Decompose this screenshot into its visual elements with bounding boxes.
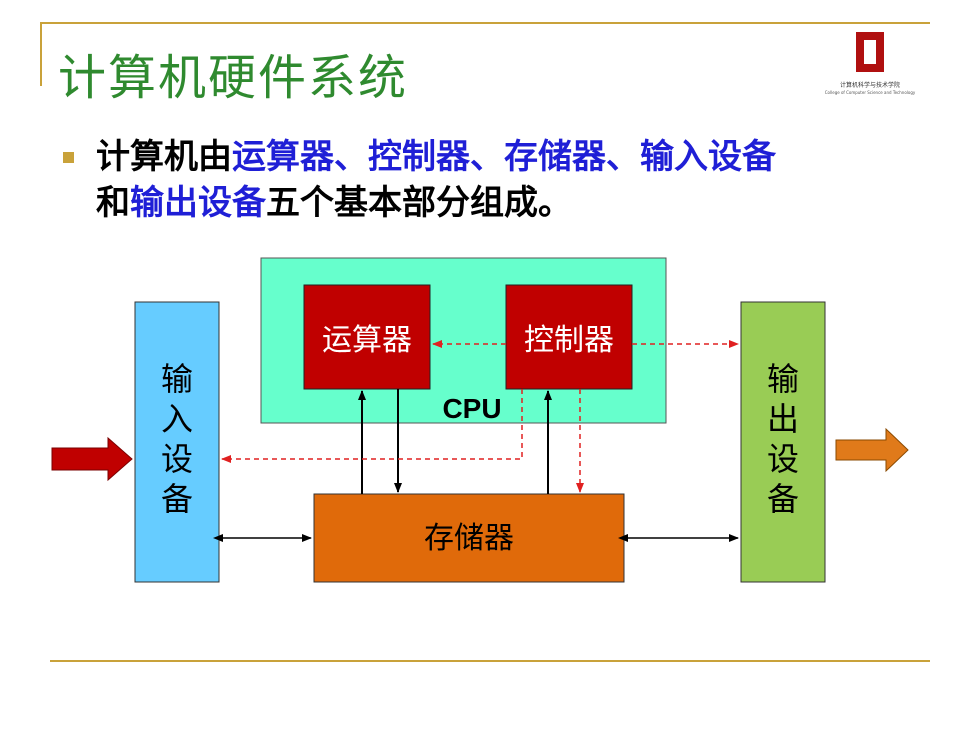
intro-text: 计算机由运算器、控制器、存储器、输入设备和输出设备五个基本部分组成。 xyxy=(96,134,926,226)
memory-box xyxy=(313,493,625,583)
input-device-box xyxy=(134,301,220,583)
controller-label: 控制器 xyxy=(524,323,614,358)
footer-rule xyxy=(50,660,930,662)
intro-separator: 、 xyxy=(606,137,640,177)
intro-item-alu: 运算器 xyxy=(232,137,334,177)
bullet-square-icon xyxy=(63,152,74,163)
alu-label: 运算器 xyxy=(322,323,412,358)
logo-text: 计算机科学与技术学院 xyxy=(839,82,900,89)
input-device-char: 设 xyxy=(161,440,193,478)
logo-mark-icon xyxy=(856,32,884,72)
output-device-char: 出 xyxy=(767,400,799,438)
control-to-input-line xyxy=(221,389,523,463)
intro-item-input: 输入设备 xyxy=(640,137,776,177)
input-device-char: 输 xyxy=(161,360,193,398)
output-arrow-icon xyxy=(835,427,909,473)
slide-title: 计算机硬件系统 xyxy=(58,50,409,106)
alu-box xyxy=(303,284,431,390)
intro-lead: 计算机由 xyxy=(96,137,232,177)
output-device-char: 输 xyxy=(767,360,799,398)
header-top-rule xyxy=(40,22,930,24)
intro-item-output: 输出设备 xyxy=(130,183,266,223)
intro-item-memory: 存储器 xyxy=(504,137,606,177)
intro-and: 和 xyxy=(96,183,130,223)
intro-item-controller: 控制器 xyxy=(368,137,470,177)
output-device-box xyxy=(740,301,826,583)
college-logo: 计算机科学与技术学院 College of Computer Science a… xyxy=(814,30,926,102)
header-left-rule xyxy=(40,22,42,86)
input-device-char: 入 xyxy=(161,400,193,438)
intro-separator: 、 xyxy=(334,137,368,177)
controller-box xyxy=(505,284,633,390)
intro-separator: 、 xyxy=(470,137,504,177)
output-device-char: 备 xyxy=(767,480,799,518)
output-device-char: 设 xyxy=(767,440,799,478)
input-arrow-icon xyxy=(51,436,133,482)
cpu-label: CPU xyxy=(442,393,501,424)
input-device-char: 备 xyxy=(161,480,193,518)
logo-subtitle: College of Computer Science and Technolo… xyxy=(824,90,916,95)
intro-tail: 五个基本部分组成。 xyxy=(266,183,572,223)
memory-label: 存储器 xyxy=(424,521,514,556)
